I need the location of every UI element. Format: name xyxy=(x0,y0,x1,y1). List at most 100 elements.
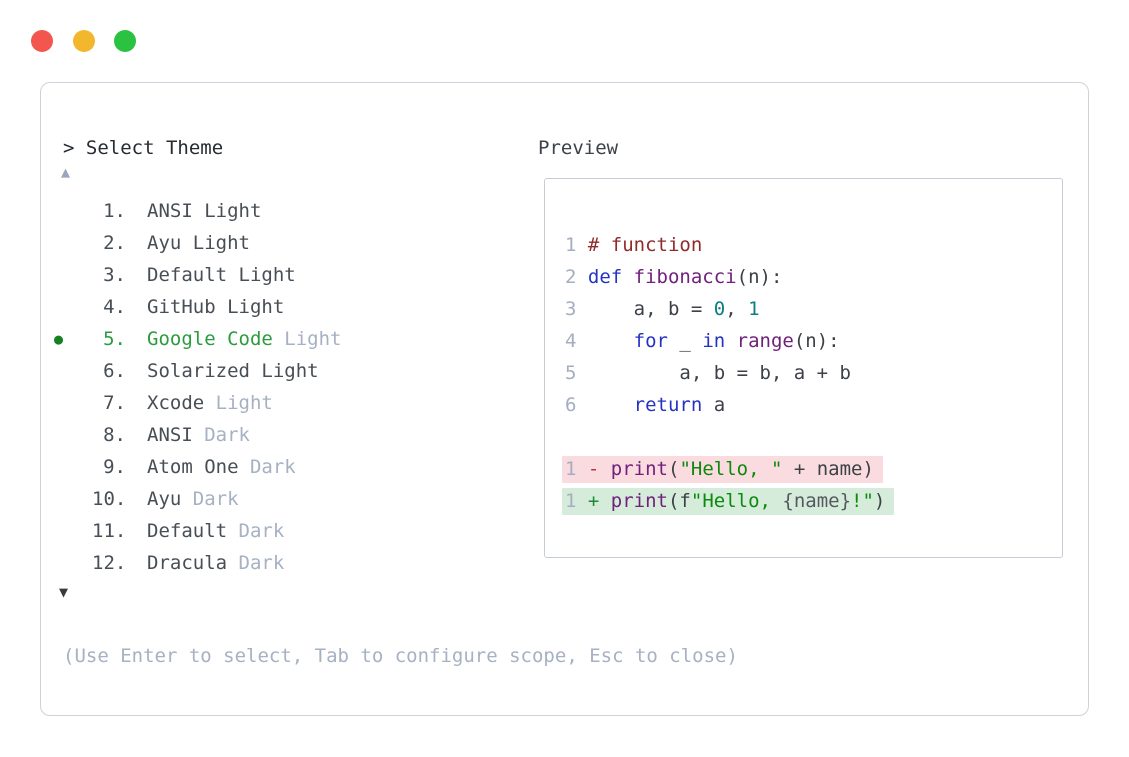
theme-option-name: Dracula xyxy=(147,552,228,574)
diff-added-line: 1 + print(f"Hello, {name}!") xyxy=(562,485,895,517)
bullet-slot xyxy=(54,355,92,387)
bullet-slot xyxy=(54,387,92,419)
minimize-button[interactable] xyxy=(73,30,95,52)
scroll-down-icon[interactable]: ▼ xyxy=(59,583,69,601)
theme-option-number: 8. xyxy=(103,424,126,446)
code-token: for xyxy=(633,330,668,352)
code-token: a, b = xyxy=(587,298,714,320)
code-token: in xyxy=(702,330,726,352)
code-token: + xyxy=(587,490,611,512)
code-line: 3 a, b = 0, 1 xyxy=(565,293,894,325)
line-number: 1 xyxy=(565,458,588,480)
theme-option[interactable]: 12. Dracula Dark xyxy=(41,547,341,579)
line-number: 2 xyxy=(565,266,588,288)
bullet-slot xyxy=(54,451,92,483)
code-token: (f xyxy=(667,490,691,512)
theme-option-name: Solarized Light xyxy=(147,360,319,382)
line-number: 1 xyxy=(565,234,588,256)
code-token: - xyxy=(587,458,611,480)
theme-option[interactable]: 8. ANSI Dark xyxy=(41,419,341,451)
theme-option-name: Default xyxy=(147,520,228,542)
code-token: return xyxy=(633,394,703,416)
bullet-slot xyxy=(54,227,92,259)
code-token: def xyxy=(587,266,623,288)
code-token: 1 xyxy=(748,298,760,320)
bullet-slot xyxy=(54,483,92,515)
theme-option-variant-tag: Dark xyxy=(192,424,250,446)
code-token xyxy=(588,330,634,352)
theme-option[interactable]: 7.Xcode Light xyxy=(41,387,341,419)
code-token: ) xyxy=(873,490,886,512)
theme-option-name: Default Light xyxy=(147,264,296,286)
preview-title: Preview xyxy=(538,137,619,159)
code-token xyxy=(622,266,633,288)
code-token: "Hello, " xyxy=(679,458,783,480)
theme-option[interactable]: 9. Atom One Dark xyxy=(41,451,341,483)
theme-option-variant-tag: Dark xyxy=(227,520,285,542)
code-token: ( xyxy=(667,458,680,480)
code-block: 1 # function 2 def fibonacci(n):3 a, b = … xyxy=(562,229,895,517)
selected-bullet-icon: ● xyxy=(54,330,64,348)
code-token: (n): xyxy=(793,330,840,352)
code-line-content: 1 + print(f"Hello, {name}!") xyxy=(562,488,895,515)
code-line: 6 return a xyxy=(565,389,894,421)
theme-option-name: GitHub Light xyxy=(147,296,285,318)
theme-option[interactable]: 11.Default Dark xyxy=(41,515,341,547)
code-token: a xyxy=(702,394,726,416)
code-line-content: 2 def fibonacci(n): xyxy=(562,264,791,291)
bullet-slot xyxy=(54,547,92,579)
scroll-up-icon[interactable]: ▲ xyxy=(61,163,71,181)
theme-option-number: 9. xyxy=(103,456,126,478)
theme-option-variant-tag: Light xyxy=(204,392,273,414)
bullet-slot xyxy=(54,291,92,323)
code-token: !" xyxy=(851,490,874,512)
line-number: 4 xyxy=(565,330,588,352)
code-token: # function xyxy=(587,234,703,256)
theme-option[interactable]: 1. ANSI Light xyxy=(41,195,341,227)
theme-option-number: 3. xyxy=(103,264,126,286)
theme-option-number: 6. xyxy=(103,360,126,382)
theme-option[interactable]: 3. Default Light xyxy=(41,259,341,291)
theme-option-variant-tag: Light xyxy=(272,328,342,350)
theme-option-name: ANSI Light xyxy=(147,200,262,222)
code-line: 4 for _ in range(n): xyxy=(565,325,894,357)
theme-option[interactable]: 4. GitHub Light xyxy=(41,291,341,323)
line-number: 6 xyxy=(565,394,588,416)
code-line: 1 # function xyxy=(565,229,894,261)
code-line-content: 4 for _ in range(n): xyxy=(562,328,849,355)
bullet-slot xyxy=(54,195,92,227)
code-line-content: 1 - print("Hello, " + name) xyxy=(562,456,883,483)
code-token: , xyxy=(725,298,749,320)
code-line-content: 6 return a xyxy=(562,392,734,419)
theme-option-number: 12. xyxy=(92,552,127,574)
line-number: 5 xyxy=(565,362,588,384)
code-token: {name} xyxy=(782,490,852,512)
theme-option[interactable]: 6. Solarized Light xyxy=(41,355,341,387)
code-token xyxy=(725,330,736,352)
theme-option-number: 1. xyxy=(103,200,126,222)
theme-option[interactable]: 10.Ayu Dark xyxy=(41,483,341,515)
theme-option-name: ANSI xyxy=(147,424,193,446)
bullet-slot xyxy=(54,259,92,291)
theme-option-name: Ayu Light xyxy=(147,232,250,254)
code-line: 2 def fibonacci(n): xyxy=(565,261,894,293)
theme-option-variant-tag: Dark xyxy=(238,456,296,478)
theme-option-name: Atom One xyxy=(147,456,239,478)
theme-option-variant-tag: Dark xyxy=(227,552,285,574)
line-number: 3 xyxy=(565,298,588,320)
code-token: "Hello, xyxy=(690,490,783,512)
line-number: 1 xyxy=(565,490,588,512)
theme-option-name: Ayu xyxy=(147,488,182,510)
theme-option[interactable]: 2.Ayu Light xyxy=(41,227,341,259)
code-line: 5 a, b = b, a + b xyxy=(565,357,894,389)
theme-option[interactable]: ●5.Google Code Light xyxy=(41,323,341,355)
diff-removed-line: 1 - print("Hello, " + name) xyxy=(562,453,894,485)
maximize-button[interactable] xyxy=(114,30,136,52)
theme-option-name: Google Code xyxy=(147,328,273,350)
close-button[interactable] xyxy=(31,30,53,52)
theme-option-number: 4. xyxy=(103,296,126,318)
code-token: 0 xyxy=(713,298,726,320)
select-theme-prompt: > Select Theme xyxy=(63,137,224,159)
bullet-slot xyxy=(54,515,92,547)
code-token: (n): xyxy=(736,266,783,288)
